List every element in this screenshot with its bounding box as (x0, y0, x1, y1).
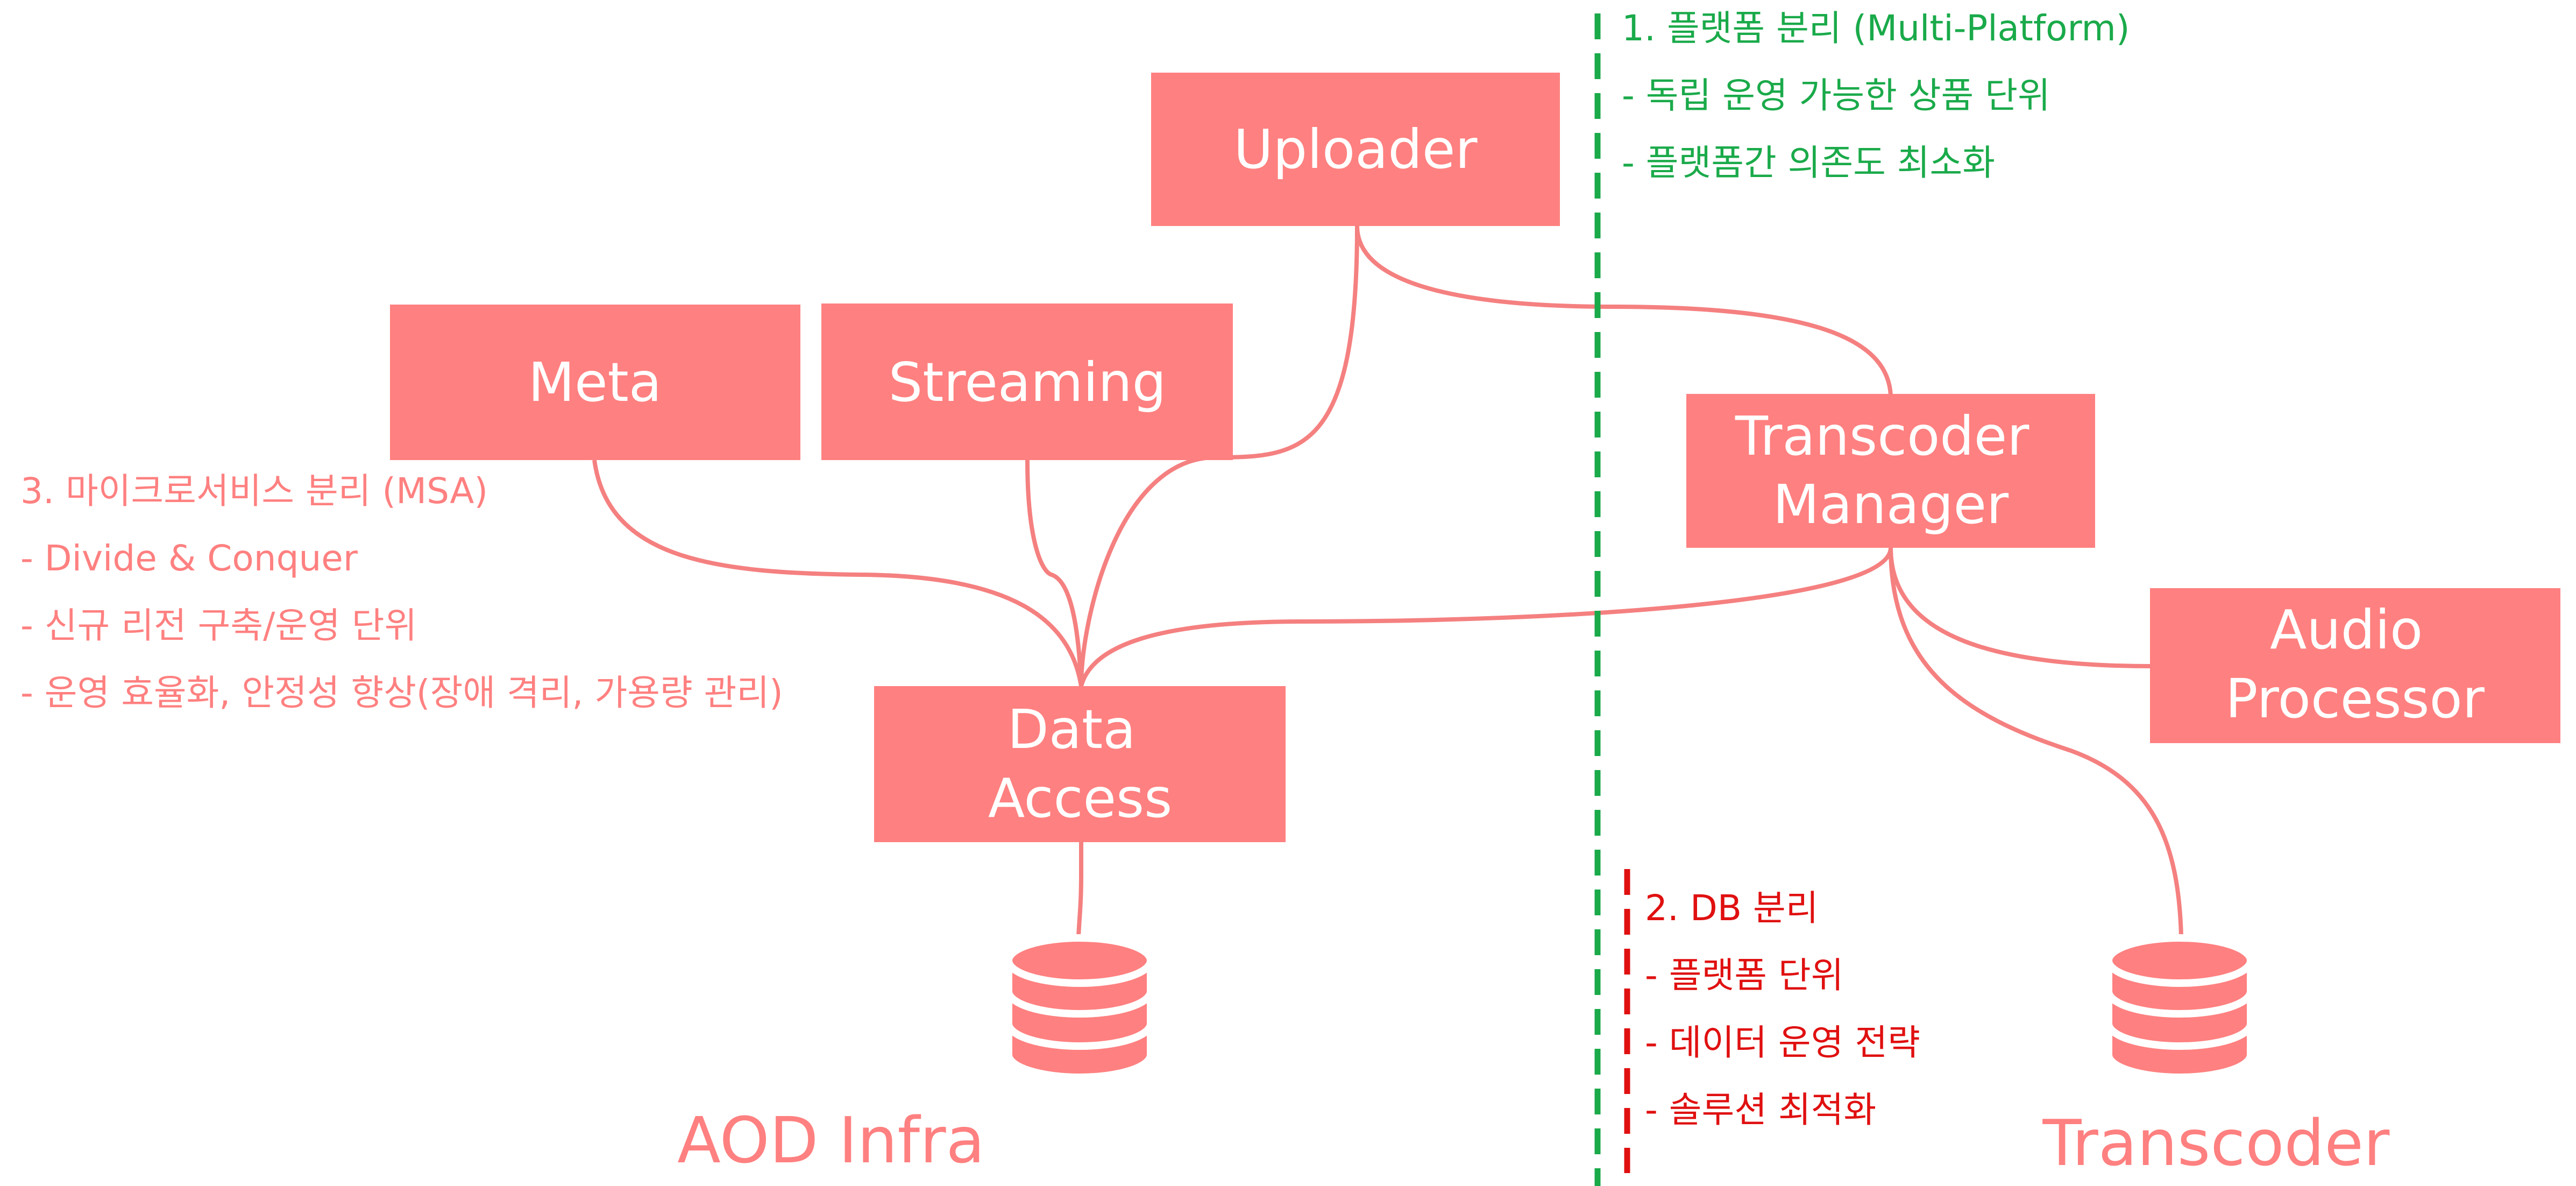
db-note-title: 2. DB 분리 (1645, 887, 1818, 929)
platform-separation-note: 1. 플랫폼 분리 (Multi-Platform) - 독립 운영 가능한 상… (1622, 8, 2130, 183)
platform-note-item: - 플랫폼간 의존도 최소화 (1622, 142, 1995, 183)
connector-streaming-to-data-access (1025, 460, 1083, 687)
connector-meta-to-data-access (592, 460, 1083, 687)
streaming-label: Streaming (889, 351, 1166, 414)
db-note-item: - 솔루션 최적화 (1645, 1089, 1876, 1131)
meta-label: Meta (528, 351, 662, 414)
msa-note-item: - 신규 리전 구축/운영 단위 (20, 605, 417, 646)
connector-transcoder-manager-to-data-access (1079, 547, 1893, 687)
platform-note-title: 1. 플랫폼 분리 (Multi-Platform) (1622, 8, 2130, 49)
connectors (592, 225, 2183, 937)
database-icon (1005, 934, 1154, 1081)
box-data-access: Data Access (874, 686, 1286, 842)
box-transcoder-manager: Transcoder Manager (1686, 394, 2095, 548)
transcoder-caption: Transcoder (2042, 1106, 2390, 1180)
platform-note-item: - 독립 운영 가능한 상품 단위 (1622, 75, 2050, 116)
db-note-item: - 플랫폼 단위 (1645, 955, 1843, 996)
msa-note-item: - 운영 효율화, 안정성 향상(장애 격리, 가용량 관리) (20, 672, 783, 714)
db-separation-note: 2. DB 분리 - 플랫폼 단위 - 데이터 운영 전략 - 솔루션 최적화 (1645, 887, 1920, 1131)
msa-note-item: - Divide & Conquer (20, 538, 358, 579)
aod-infra-caption: AOD Infra (677, 1103, 985, 1177)
audio-processor-label: Audio Processor (2225, 598, 2485, 730)
transcoder-manager-label: Transcoder Manager (1735, 405, 2046, 536)
connector-uploader-to-transcoder-manager (1355, 225, 1893, 396)
database-icon (2105, 934, 2254, 1081)
connector-data-access-to-aod-db (1076, 842, 1083, 937)
connector-transcoder-manager-to-audio-processor (1889, 547, 2152, 668)
box-streaming: Streaming (821, 303, 1233, 460)
uploader-label: Uploader (1233, 118, 1478, 181)
connector-transcoder-manager-to-transcoder-db (1889, 547, 2183, 937)
box-meta: Meta (390, 305, 800, 460)
db-note-item: - 데이터 운영 전략 (1645, 1022, 1920, 1063)
msa-note: 3. 마이크로서비스 분리 (MSA) - Divide & Conquer -… (20, 470, 783, 714)
box-audio-processor: Audio Processor (2150, 588, 2560, 743)
box-uploader: Uploader (1151, 73, 1560, 226)
data-access-label: Data Access (988, 698, 1172, 830)
msa-note-title: 3. 마이크로서비스 분리 (MSA) (20, 470, 488, 512)
